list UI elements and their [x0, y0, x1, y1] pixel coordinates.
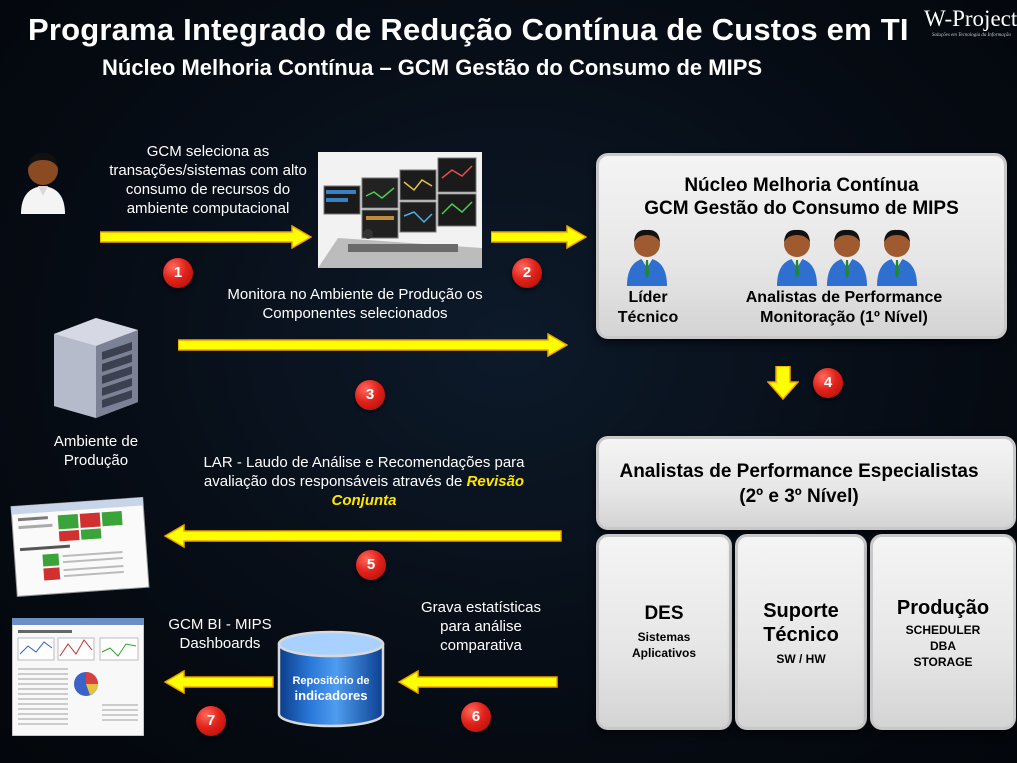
step3-badge: 3	[355, 380, 385, 410]
step5-badge: 5	[356, 550, 386, 580]
team-producao-sub: SCHEDULER DBA STORAGE	[873, 622, 1013, 670]
step5-line-2: avaliação dos responsáveis através de	[203, 473, 463, 490]
team-des-sub-line-2: Aplicativos	[631, 646, 697, 660]
step6-badge: 6	[461, 702, 491, 732]
team-producao-sub-line-2: DBA	[930, 639, 956, 653]
step3-line-1: Monitora no Ambiente de Produção os	[227, 286, 483, 303]
monitoring-screens-image	[318, 152, 482, 273]
repository-label-line-2: indicadores	[294, 688, 368, 703]
step6-text: Grava estatísticas para análise comparat…	[400, 598, 562, 655]
step7-line-2: Dashboards	[179, 635, 261, 652]
leader-label: Líder Técnico	[605, 288, 691, 328]
team-producao-name: Produção	[896, 597, 990, 619]
report-document-image	[8, 496, 150, 603]
repository-database-icon	[276, 630, 386, 735]
step5-emphasis-2: Conjunta	[331, 492, 397, 509]
specialists-panel-title: Analistas de Performance Especialistas (…	[599, 459, 999, 509]
server-icon	[50, 316, 142, 425]
repository-label: Repositório de indicadores	[276, 674, 386, 704]
step6-line-1: Grava estatísticas	[420, 599, 542, 616]
step2-badge: 2	[512, 258, 542, 288]
leader-person-icon	[625, 226, 669, 291]
step4-arrow	[766, 365, 800, 405]
step7-text: GCM BI - MIPS Dashboards	[152, 615, 288, 653]
step5-line-1: LAR - Laudo de Análise e Recomendações p…	[203, 454, 525, 471]
specialists-title-line-2: (2º e 3º Nível)	[739, 486, 859, 507]
leader-label-line-2: Técnico	[617, 309, 679, 326]
step3-text: Monitora no Ambiente de Produção os Comp…	[192, 285, 518, 323]
step7-line-1: GCM BI - MIPS	[168, 616, 272, 633]
step4-badge: 4	[813, 368, 843, 398]
analyst-person-icon-2	[825, 226, 869, 291]
leader-label-line-1: Líder	[628, 289, 668, 306]
environment-label: Ambiente de Produção	[36, 432, 156, 470]
team-box-suporte: Suporte Técnico SW / HW	[735, 534, 867, 730]
step1-line-4: ambiente computacional	[126, 200, 290, 217]
analyst-person-icon-3	[875, 226, 919, 291]
team-box-des: DES Sistemas Aplicativos	[596, 534, 732, 730]
step1-text: GCM seleciona as transações/sistemas com…	[88, 142, 328, 218]
nucleo-title-line-2: GCM Gestão do Consumo de MIPS	[644, 198, 959, 219]
step5-text: LAR - Laudo de Análise e Recomendações p…	[170, 453, 558, 510]
analyst-person-icon-1	[775, 226, 819, 291]
team-suporte-name-line-1: Suporte	[763, 600, 839, 622]
analysts-label-line-2: Monitoração (1º Nível)	[760, 309, 928, 326]
step3-line-2: Componentes selecionados	[262, 305, 448, 322]
step7-arrow	[164, 670, 274, 694]
step2-arrow	[491, 225, 587, 249]
nucleo-panel: Núcleo Melhoria Contínua GCM Gestão do C…	[596, 153, 1007, 339]
step6-line-2: para análise	[440, 618, 522, 635]
step1-badge: 1	[163, 258, 193, 288]
wproject-logo: W-Project Soluções em Tecnologia da Info…	[924, 6, 1017, 42]
logo-text: W-Project	[924, 6, 1017, 31]
page-title: Programa Integrado de Redução Contínua d…	[28, 12, 909, 47]
team-suporte-name-line-2: Técnico	[763, 624, 839, 646]
step1-line-3: consumo de recursos do	[125, 181, 291, 198]
team-des-name: DES	[644, 603, 684, 624]
environment-label-line-2: Produção	[63, 452, 129, 469]
page-subtitle: Núcleo Melhoria Contínua – GCM Gestão do…	[102, 55, 763, 80]
specialists-panel: Analistas de Performance Especialistas (…	[596, 436, 1016, 530]
team-box-producao: Produção SCHEDULER DBA STORAGE	[870, 534, 1016, 730]
step1-line-1: GCM seleciona as	[146, 143, 270, 160]
repository-label-line-1: Repositório de	[292, 675, 370, 687]
step5-emphasis-1: Revisão	[466, 473, 525, 490]
team-des-sub: Sistemas Aplicativos	[599, 629, 729, 661]
team-producao-sub-line-1: SCHEDULER	[905, 623, 981, 637]
step7-badge: 7	[196, 706, 226, 736]
team-producao-sub-line-3: STORAGE	[913, 655, 973, 669]
specialists-title-line-1: Analistas de Performance Especialistas	[619, 461, 979, 482]
gcm-person-icon	[18, 148, 68, 219]
analysts-label: Analistas de Performance Monitoração (1º…	[719, 288, 969, 328]
team-suporte-name: Suporte Técnico	[738, 599, 864, 647]
nucleo-title-line-1: Núcleo Melhoria Contínua	[684, 175, 919, 196]
team-suporte-sub: SW / HW	[776, 652, 826, 666]
step1-arrow	[100, 225, 312, 249]
dashboard-screenshot-image	[11, 617, 145, 741]
nucleo-panel-title: Núcleo Melhoria Contínua GCM Gestão do C…	[599, 174, 1004, 220]
step3-arrow	[178, 333, 568, 357]
step6-arrow	[398, 670, 558, 694]
step1-line-2: transações/sistemas com alto	[109, 162, 307, 179]
logo-tagline: Soluções em Tecnologia da Informação	[932, 33, 1011, 38]
step6-line-3: comparativa	[440, 637, 522, 654]
environment-label-line-1: Ambiente de	[53, 433, 139, 450]
analysts-label-line-1: Analistas de Performance	[745, 289, 943, 306]
team-des-sub-line-1: Sistemas	[637, 630, 691, 644]
step5-arrow	[164, 524, 562, 548]
